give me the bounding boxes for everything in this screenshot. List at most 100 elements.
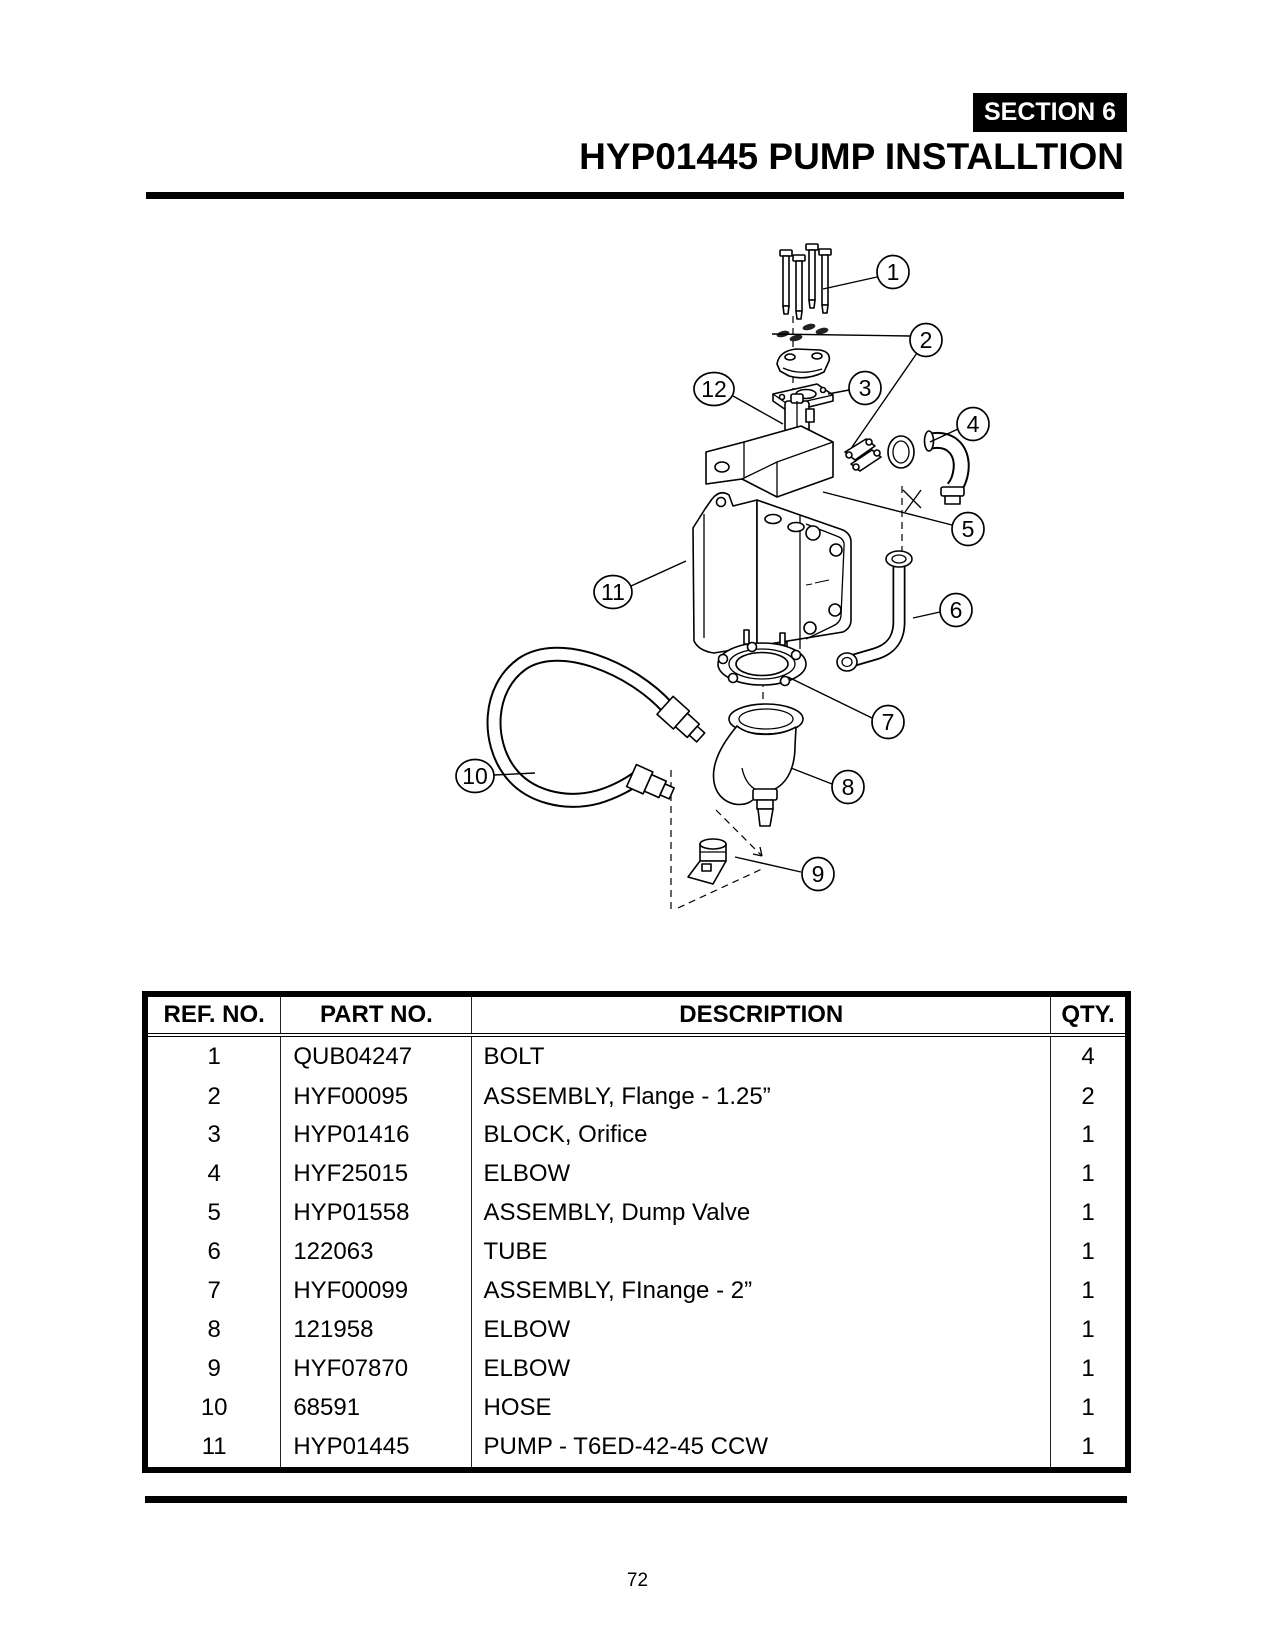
leader-line-6	[912, 611, 941, 619]
part-no-cell: HYP01558	[280, 1193, 473, 1233]
part-no-cell: HYF00099	[280, 1271, 473, 1311]
ref-no-cell: 9	[145, 1349, 282, 1388]
part-no-cell: HYF25015	[280, 1154, 473, 1194]
qty-cell: 1	[1081, 1121, 1095, 1149]
leader-line-9	[734, 856, 802, 873]
leader-line-11	[630, 560, 687, 587]
qty-cell: 4	[1081, 1043, 1095, 1071]
callout-circle-10	[455, 758, 495, 794]
callout-circle-7	[871, 704, 905, 740]
callout-circle-2	[909, 322, 943, 358]
part-no-cell: 68591	[280, 1387, 473, 1427]
callout-circle-3	[848, 370, 882, 406]
description-cell: BOLT	[471, 1035, 1052, 1077]
description-cell: PUMP - T6ED-42-45 CCW	[471, 1426, 1052, 1466]
qty-cell: 2	[1081, 1082, 1095, 1110]
ref-no-cell: 4	[145, 1154, 282, 1194]
part-no-cell: 122063	[280, 1232, 473, 1272]
leader-line-1	[822, 276, 878, 290]
qty-cell: 1	[1081, 1316, 1095, 1344]
leader-line-7	[787, 676, 873, 719]
tube-part	[836, 550, 913, 672]
washer-parts	[776, 323, 829, 342]
empty-cell	[280, 1465, 473, 1470]
callout-circle-8	[831, 769, 865, 805]
description-cell: HOSE	[471, 1387, 1052, 1427]
part-no-cell: HYP01445	[280, 1426, 473, 1466]
ref-no-cell: 8	[145, 1310, 282, 1350]
description-cell: ELBOW	[471, 1154, 1052, 1194]
description-cell: TUBE	[471, 1232, 1052, 1272]
qty-cell: 1	[1081, 1160, 1095, 1188]
qty-cell: 1	[1081, 1277, 1095, 1305]
part-no-cell: 121958	[280, 1310, 473, 1350]
empty-cell	[145, 1465, 282, 1470]
description-cell: ASSEMBLY, FInange - 2”	[471, 1271, 1052, 1311]
ref-no-cell: 3	[145, 1115, 282, 1155]
elbow-fitting-8	[712, 703, 804, 827]
callout-number-5: 5	[962, 516, 975, 542]
ref-no-cell: 5	[145, 1193, 282, 1233]
empty-cell	[1051, 1466, 1128, 1470]
leader-line-3	[827, 389, 850, 395]
qty-cell: 1	[1081, 1393, 1095, 1421]
ref-no-cell: 7	[145, 1271, 282, 1311]
callout-number-10: 10	[462, 763, 488, 789]
oring-seal	[887, 435, 915, 469]
callout-number-6: 6	[950, 597, 963, 623]
callout-number-4: 4	[967, 411, 980, 437]
qty-cell: 1	[1081, 1238, 1095, 1266]
leader-line-2	[851, 352, 918, 448]
ref-no-cell: 1	[145, 1035, 282, 1077]
table-filler-row	[145, 1465, 1128, 1470]
part-no-cell: QUB04247	[280, 1035, 473, 1077]
page-number: 72	[626, 1570, 649, 1591]
page-title: HYP01445 PUMP INSTALLTION	[579, 136, 1124, 177]
callout-circle-5	[951, 511, 985, 547]
column-header-description: DESCRIPTION	[471, 994, 1052, 1037]
section-badge: SECTION 6	[973, 93, 1127, 132]
callout-circle-4	[956, 406, 990, 442]
part-no-cell: HYF07870	[280, 1349, 473, 1388]
ref-no-cell: 6	[145, 1232, 282, 1272]
leader-line-4	[929, 428, 959, 443]
callout-circle-9	[801, 856, 835, 892]
flange-assembly	[717, 629, 807, 687]
pump-nameplate-marks	[805, 579, 830, 586]
flange-clamp-lower	[844, 438, 882, 472]
hose-part	[486, 646, 706, 808]
leader-line-8	[790, 767, 833, 785]
leader-line-12	[732, 395, 784, 425]
description-cell: ASSEMBLY, Dump Valve	[471, 1193, 1052, 1233]
empty-cell	[471, 1465, 1052, 1470]
footer-rule	[145, 1496, 1127, 1503]
bolt-parts	[779, 243, 832, 320]
callout-number-9: 9	[812, 861, 825, 887]
callout-circle-11	[593, 574, 633, 610]
qty-cell: 1	[1081, 1355, 1095, 1383]
column-header-qty: QTY.	[1050, 994, 1128, 1037]
flange-clamp-upper	[776, 348, 831, 379]
elbow-fitting-4	[923, 430, 970, 505]
callout-number-3: 3	[859, 375, 872, 401]
callout-leader-lines	[493, 276, 959, 873]
qty-cell: 1	[1081, 1199, 1095, 1227]
leader-line-2	[771, 333, 911, 337]
callout-number-2: 2	[920, 327, 933, 353]
pump-body	[692, 491, 852, 659]
callout-circle-1	[876, 254, 910, 290]
elbow-fitting-9	[687, 838, 727, 885]
description-cell: ELBOW	[471, 1310, 1052, 1350]
